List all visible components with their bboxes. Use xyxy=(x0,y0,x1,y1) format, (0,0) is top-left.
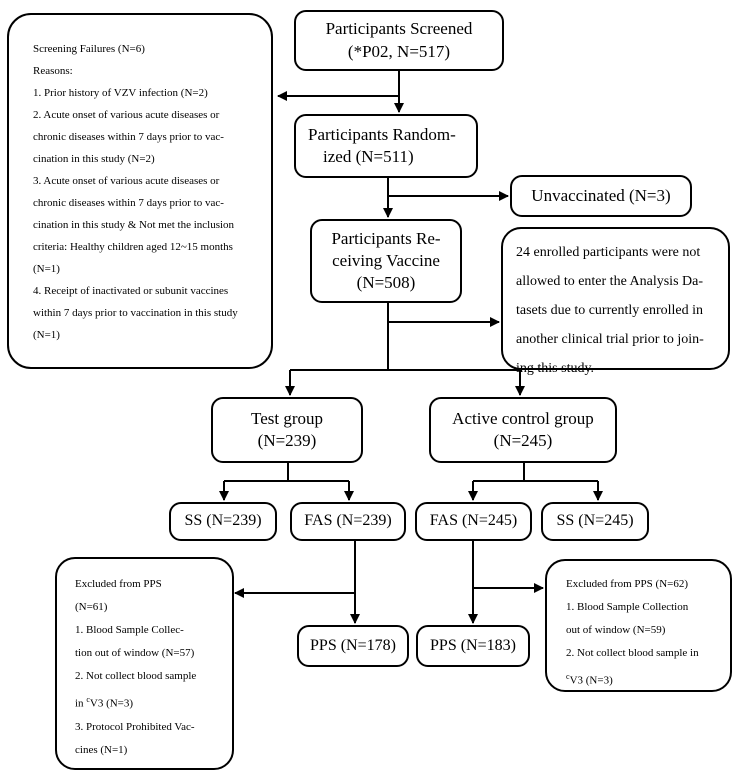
excluded-test-line: in cV3 (N=3) xyxy=(75,688,133,716)
pps-test-label: PPS (N=178) xyxy=(310,636,396,654)
excluded-control-line-rest: V3 (N=3) xyxy=(569,674,613,687)
excluded-test-line: (N=61) xyxy=(75,601,108,613)
receiving-line1: Participants Re- xyxy=(331,228,441,248)
pps-control-box: PPS (N=183) xyxy=(416,625,530,667)
control-group-line2: (N=245) xyxy=(493,431,553,450)
excluded-control-box: Excluded from PPS (N=62) 1. Blood Sample… xyxy=(545,559,732,692)
excluded-control-superscript: c xyxy=(566,672,570,681)
not-allowed-line: 24 enrolled participants were not xyxy=(516,245,701,260)
ss-control-box: SS (N=245) xyxy=(541,502,649,541)
fas-test-box: FAS (N=239) xyxy=(290,502,406,541)
screening-failures-box: Screening Failures (N=6) Reasons: 1. Pri… xyxy=(7,13,273,369)
screening-failure-line: (N=1) xyxy=(33,329,60,341)
ss-test-box: SS (N=239) xyxy=(169,502,277,541)
screening-failure-line: 3. Acute onset of various acute diseases… xyxy=(33,175,220,187)
pps-control-label: PPS (N=183) xyxy=(430,636,516,654)
screening-failures-reasons-label: Reasons: xyxy=(33,65,73,77)
screening-failure-line: (N=1) xyxy=(33,263,60,275)
not-allowed-box: 24 enrolled participants were not allowe… xyxy=(501,227,730,376)
screening-failures-title: Screening Failures (N=6) xyxy=(33,43,145,55)
screening-failure-line: chronic diseases within 7 days prior to … xyxy=(33,131,224,143)
screening-failure-line: within 7 days prior to vaccination in th… xyxy=(33,307,238,319)
pps-test-box: PPS (N=178) xyxy=(297,625,409,667)
not-allowed-line: another clinical trial prior to join- xyxy=(516,332,704,347)
screening-failure-line: cination in this study & Not met the inc… xyxy=(33,219,235,231)
ss-test-label: SS (N=239) xyxy=(184,512,262,530)
excluded-test-line: 1. Blood Sample Collec- xyxy=(75,624,184,636)
not-allowed-line: allowed to enter the Analysis Da- xyxy=(516,274,704,289)
fas-test-label: FAS (N=239) xyxy=(304,512,392,530)
screening-failure-line: 1. Prior history of VZV infection (N=2) xyxy=(33,87,208,99)
excluded-control-line: 1. Blood Sample Collection xyxy=(566,601,689,613)
control-group-box: Active control group (N=245) xyxy=(429,397,617,463)
screened-line1: Participants Screened xyxy=(325,19,473,39)
screening-failure-line: criteria: Healthy children aged 12~15 mo… xyxy=(33,241,233,253)
unvaccinated-label: Unvaccinated (N=3) xyxy=(531,185,671,205)
randomized-box: Participants Random- ized (N=511) xyxy=(294,114,478,178)
receiving-line3: (N=508) xyxy=(356,273,416,293)
excluded-test-box: Excluded from PPS (N=61) 1. Blood Sample… xyxy=(55,557,234,770)
test-group-line2: (N=239) xyxy=(257,431,317,450)
excluded-test-line: 3. Protocol Prohibited Vac- xyxy=(75,720,195,733)
excluded-control-line: out of window (N=59) xyxy=(566,624,666,636)
excluded-control-line: Excluded from PPS (N=62) xyxy=(566,578,688,590)
excluded-test-superscript: c xyxy=(86,695,90,704)
fas-control-box: FAS (N=245) xyxy=(415,502,532,541)
control-group-line1: Active control group xyxy=(452,408,594,428)
randomized-line1: Participants Random- xyxy=(308,124,456,144)
excluded-control-line: cV3 (N=3) xyxy=(566,665,613,693)
randomized-line2: ized (N=511) xyxy=(323,147,414,166)
test-group-line1: Test group xyxy=(251,408,323,428)
screened-line2: (*P02, N=517) xyxy=(347,41,451,61)
fas-control-label: FAS (N=245) xyxy=(429,512,518,530)
excluded-test-line-rest: V3 (N=3) xyxy=(89,697,134,710)
excluded-test-line: Excluded from PPS xyxy=(75,578,162,590)
excluded-test-line: 2. Not collect blood sample xyxy=(75,670,197,682)
ss-control-label: SS (N=245) xyxy=(556,512,634,530)
not-allowed-line: tasets due to currently enrolled in xyxy=(516,303,703,318)
excluded-test-line: cines (N=1) xyxy=(75,743,128,756)
unvaccinated-box: Unvaccinated (N=3) xyxy=(510,175,692,217)
screening-failure-line: 4. Receipt of inactivated or subunit vac… xyxy=(33,285,229,297)
screening-failure-line: 2. Acute onset of various acute diseases… xyxy=(33,109,220,121)
receiving-vaccine-box: Participants Re- ceiving Vaccine (N=508) xyxy=(310,219,462,303)
test-group-box: Test group (N=239) xyxy=(211,397,363,463)
receiving-line2: ceiving Vaccine xyxy=(332,250,440,270)
screening-failure-line: chronic diseases within 7 days prior to … xyxy=(33,197,224,209)
screened-box: Participants Screened (*P02, N=517) xyxy=(294,10,504,71)
excluded-control-line: 2. Not collect blood sample in xyxy=(566,647,699,659)
screening-failure-line: cination in this study (N=2) xyxy=(33,153,155,165)
excluded-test-line-prefix: in xyxy=(75,697,87,710)
not-allowed-line: ing this study. xyxy=(516,361,595,376)
excluded-test-line: tion out of window (N=57) xyxy=(75,647,195,659)
